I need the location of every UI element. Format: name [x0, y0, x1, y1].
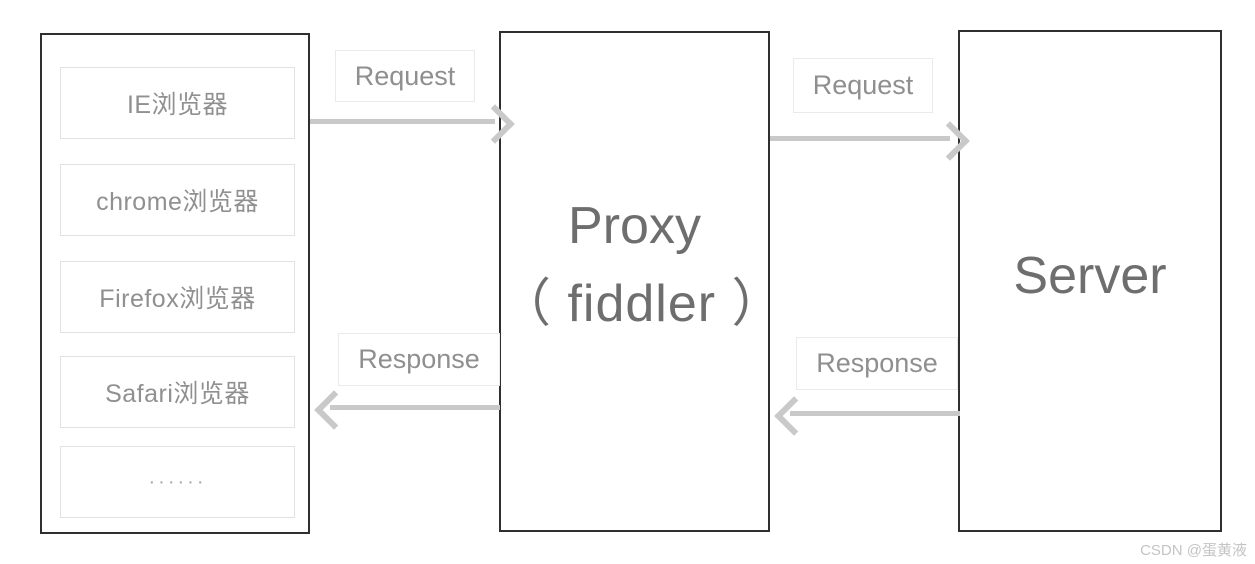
client-item-label: ······ [148, 470, 207, 493]
proxy-label-line2: （ fiddler ） [499, 275, 785, 333]
client-item-label: Safari浏览器 [105, 380, 250, 408]
client-item-chrome: chrome浏览器 [60, 164, 295, 236]
server-container [958, 30, 1222, 532]
proxy-label-line1: Proxy [568, 197, 701, 255]
client-item-label: Firefox浏览器 [99, 285, 256, 313]
client-item-label: IE浏览器 [126, 91, 229, 119]
edge-label-response-server-proxy: Response [796, 337, 958, 390]
arrow-head-left-icon [314, 390, 354, 430]
server-label: Server [1013, 247, 1167, 305]
watermark: CSDN @蛋黄液 [1140, 542, 1247, 559]
edge-label-response-proxy-client: Response [338, 333, 500, 386]
proxy-label: Proxy （ fiddler ） [499, 197, 785, 333]
arrow-head-left-icon [774, 396, 814, 436]
client-item-ie: IE浏览器 [60, 67, 295, 139]
client-item-label: chrome浏览器 [96, 188, 259, 216]
proxy-container [499, 31, 770, 532]
client-item-firefox: Firefox浏览器 [60, 261, 295, 333]
edge-label-request-proxy-server: Request [793, 58, 933, 113]
edge-label-request-client-proxy: Request [335, 50, 475, 102]
client-item-more: ······ [60, 446, 295, 518]
clients-container: IE浏览器 chrome浏览器 Firefox浏览器 Safari浏览器 ···… [40, 33, 310, 534]
request-arrow-proxy-to-server [770, 136, 950, 141]
response-arrow-server-to-proxy [790, 411, 960, 416]
client-item-safari: Safari浏览器 [60, 356, 295, 428]
response-arrow-proxy-to-client [330, 405, 500, 410]
request-arrow-client-to-proxy [310, 119, 495, 124]
